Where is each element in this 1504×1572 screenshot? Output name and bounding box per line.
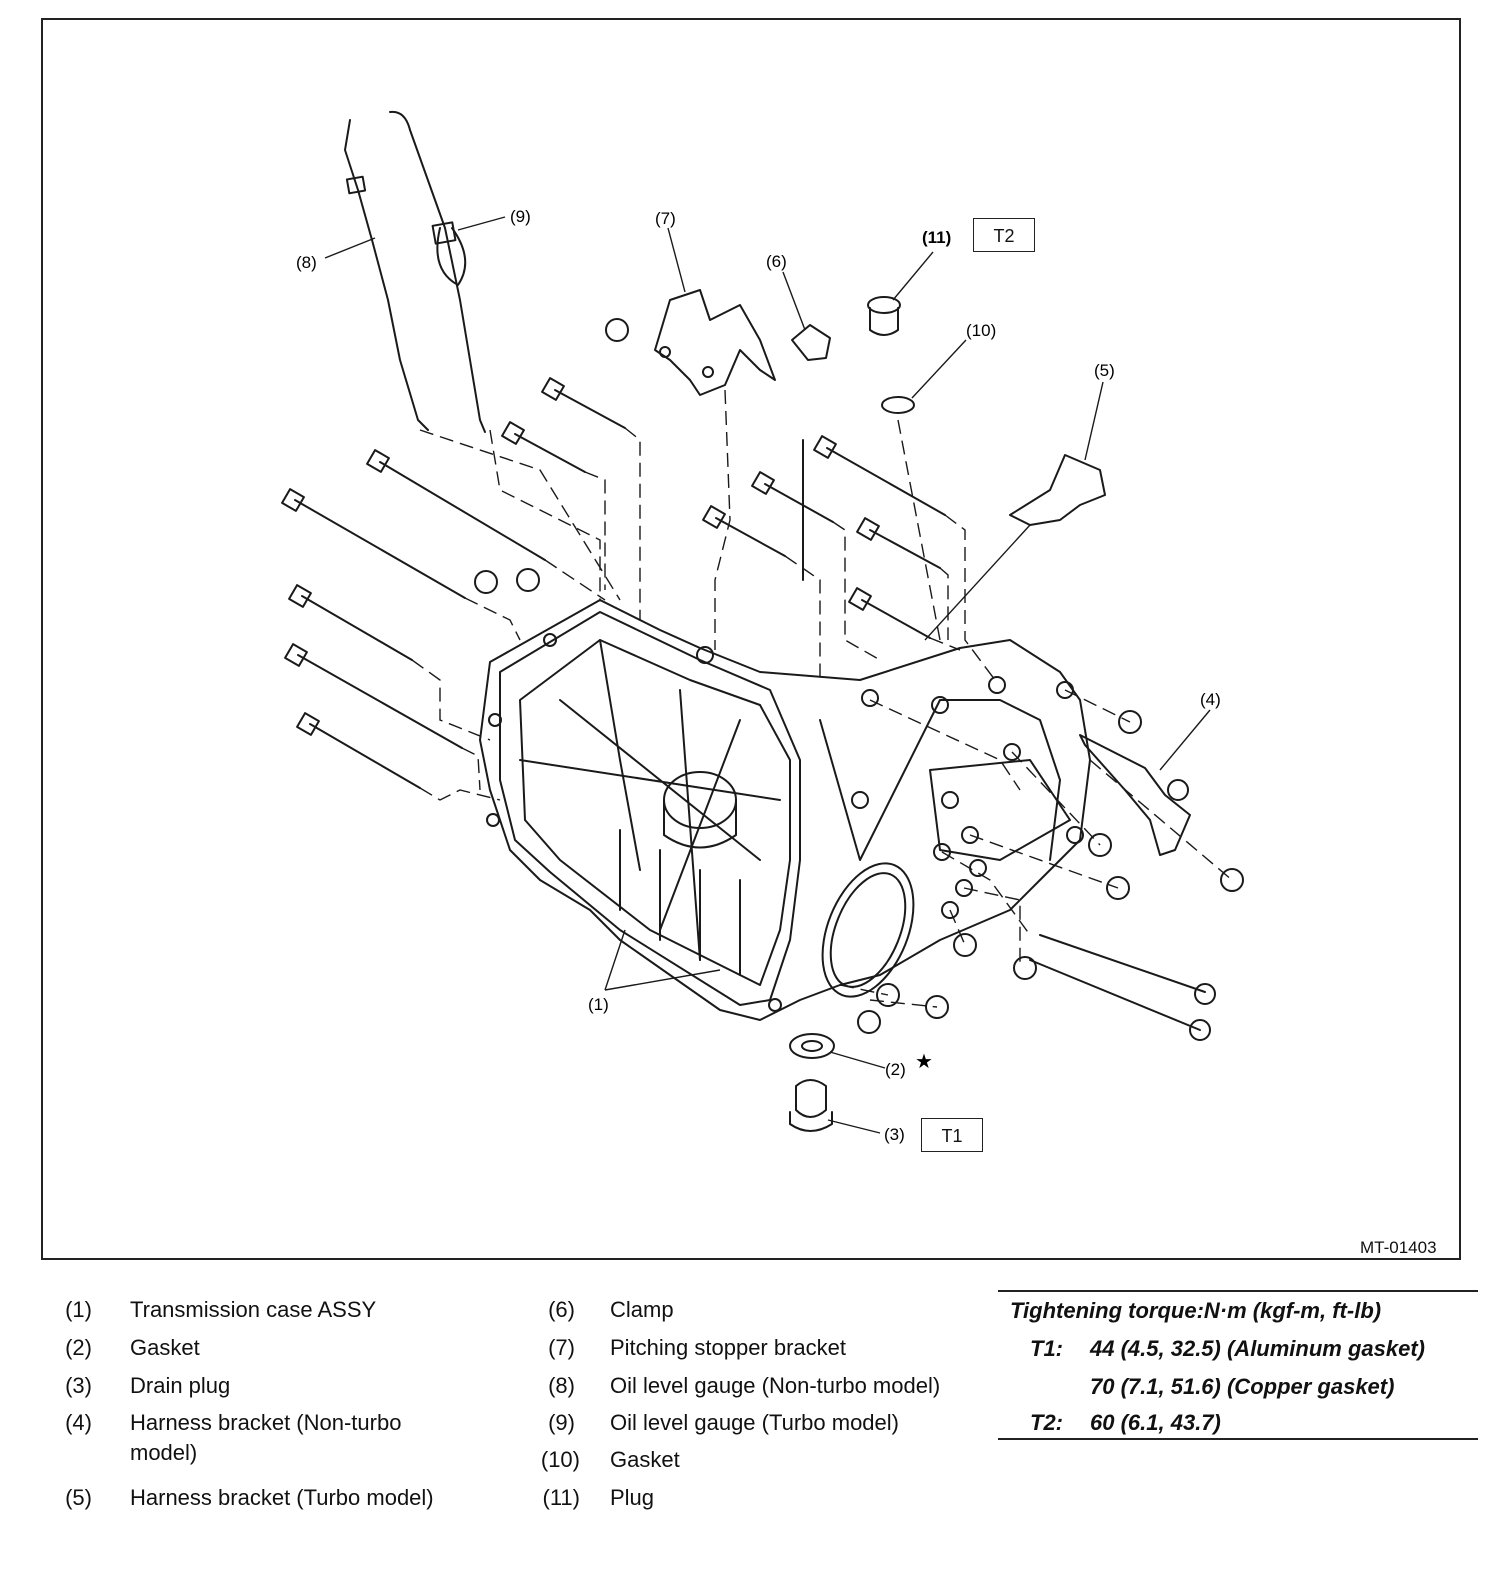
torque-t2-value: 60 (6.1, 43.7): [1090, 1410, 1221, 1435]
drawing-id: MT-01403: [1360, 1238, 1437, 1257]
legend-num-11: (11): [542, 1485, 581, 1510]
torque-tag-t2: T2: [973, 218, 1035, 252]
legend-num-1: (1): [65, 1297, 92, 1322]
leader-lines: [324, 216, 1211, 1134]
torque-heading: Tightening torque:N·m (kgf-m, ft-lb): [1010, 1298, 1382, 1323]
callout-5: (5): [1094, 361, 1115, 380]
callout-8: (8): [296, 253, 317, 272]
callout-7: (7): [655, 209, 676, 228]
legend-text-2: Gasket: [130, 1335, 200, 1360]
torque-t1-copper: 70 (7.1, 51.6) (Copper gasket): [1090, 1374, 1395, 1399]
legend-num-2: (2): [65, 1335, 92, 1360]
torque-t2-label: T2:: [1030, 1410, 1063, 1435]
legend-text-11: Plug: [610, 1485, 655, 1510]
legend-text-7: Pitching stopper bracket: [610, 1335, 847, 1360]
legend-text-5: Harness bracket (Turbo model): [130, 1485, 434, 1510]
callout-9: (9): [510, 207, 531, 226]
torque-tag-t1: T1: [921, 1118, 983, 1152]
legend-text-8: Oil level gauge (Non-turbo model): [610, 1373, 941, 1398]
drain-plug-and-gasket: [789, 1033, 835, 1132]
legend-num-10: (10): [540, 1447, 580, 1472]
legend-text-3: Drain plug: [130, 1373, 231, 1398]
star-mark: ★: [915, 1049, 933, 1073]
torque-t1-label: T1:: [1030, 1336, 1063, 1361]
legend-num-8: (8): [548, 1373, 575, 1398]
pitching-stopper-bracket: [654, 289, 776, 396]
torque-t1-aluminum: 44 (4.5, 32.5) (Aluminum gasket): [1090, 1336, 1425, 1361]
legend-num-9: (9): [548, 1410, 575, 1435]
callout-10: (10): [966, 321, 996, 340]
torque-table: Tightening torque:N·m (kgf-m, ft-lb) T1:…: [998, 1290, 1478, 1440]
legend-num-7: (7): [548, 1335, 575, 1360]
callout-4: (4): [1200, 690, 1221, 709]
callout-2: (2): [885, 1060, 906, 1079]
legend-num-3: (3): [65, 1373, 92, 1398]
nuts: [474, 318, 1244, 1034]
plug-and-gasket-upper: [867, 296, 915, 414]
callout-1: (1): [588, 995, 609, 1014]
legend-text-4: Harness bracket (Non-turbo: [130, 1410, 402, 1435]
callout-11: (11): [922, 228, 951, 247]
transmission-case: [479, 599, 1091, 1021]
exploded-view-drawing: (8) (9) (7) (6) (11) (10) (5) (4) (1) (2…: [281, 110, 1244, 1144]
oil-level-gauges: [344, 110, 486, 433]
legend-num-5: (5): [65, 1485, 92, 1510]
case-bolts-left: [281, 377, 1216, 1041]
harness-bracket-turbo: [1009, 454, 1106, 526]
legend-text-1: Transmission case ASSY: [130, 1297, 377, 1322]
legend-num-6: (6): [548, 1297, 575, 1322]
diagram-frame: [41, 18, 1461, 1260]
legend-text-10: Gasket: [610, 1447, 680, 1472]
callout-6: (6): [766, 252, 787, 271]
harness-bracket-non-turbo: [1079, 734, 1191, 856]
legend-num-4: (4): [65, 1410, 92, 1435]
legend-text-6: Clamp: [610, 1297, 674, 1322]
legend-text-9: Oil level gauge (Turbo model): [610, 1410, 899, 1435]
callout-3: (3): [884, 1125, 905, 1144]
assembly-guide-lines: [411, 389, 1233, 1008]
legend-text-4b: model): [130, 1440, 198, 1465]
clamp: [791, 324, 831, 581]
